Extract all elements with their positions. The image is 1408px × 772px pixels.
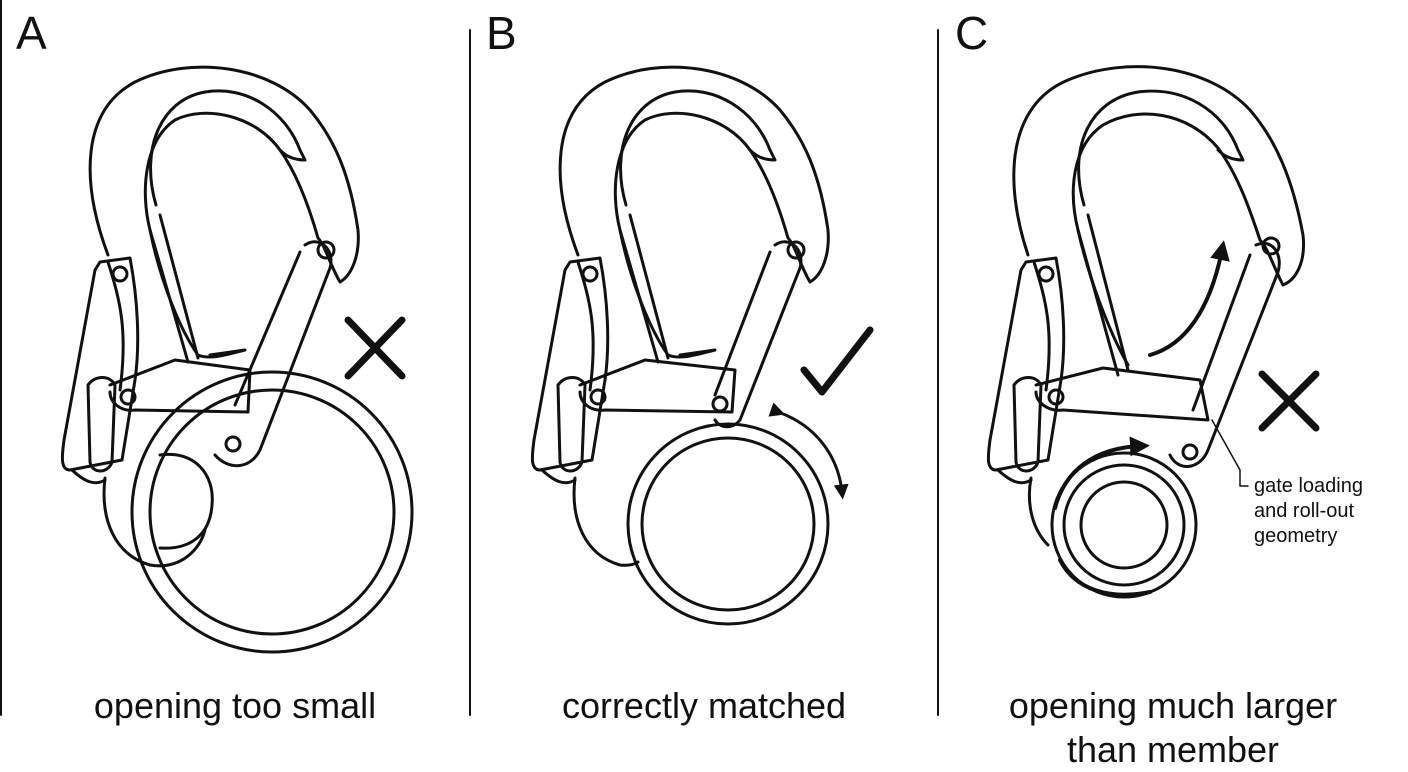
callout-gate-loading: gate loading and roll-out geometry <box>1254 474 1363 549</box>
snap-hook-a <box>60 65 360 568</box>
check-icon <box>800 326 874 396</box>
roll-out-arrow <box>1148 240 1230 357</box>
panel-b-illustration <box>530 65 874 626</box>
panel-c-illustration <box>986 65 1320 599</box>
cross-icon <box>344 316 406 380</box>
callout-line-1: gate loading <box>1254 475 1363 497</box>
panel-label-b: B <box>486 7 517 59</box>
caption-b-line: correctly matched <box>561 685 847 726</box>
contact-arc <box>1058 558 1152 597</box>
panel-a-illustration <box>60 65 414 654</box>
rotation-arrow <box>768 402 849 500</box>
caption-c: opening much larger than member <box>938 684 1408 772</box>
caption-c-line-1: opening much larger <box>1008 685 1338 726</box>
panel-label-c: C <box>955 7 989 59</box>
caption-a-line: opening too small <box>93 685 377 726</box>
snap-hook-b <box>530 65 830 567</box>
ring-member-b <box>626 422 830 626</box>
callout-leader <box>1211 419 1249 487</box>
ring-member-a <box>130 370 414 654</box>
ring-member-c-inner <box>1062 463 1186 587</box>
callout-line-3: geometry <box>1254 525 1338 547</box>
ring-member-c-core <box>1079 480 1169 570</box>
caption-a: opening too small <box>0 684 470 728</box>
caption-b: correctly matched <box>470 684 938 728</box>
caption-c-line-2: than member <box>1066 729 1280 770</box>
ring-member-b-inner <box>640 436 816 612</box>
snap-hook-c <box>986 65 1306 547</box>
ring-member-c <box>1050 451 1198 599</box>
cross-icon <box>1258 370 1320 432</box>
ring-member-a-inner <box>148 388 396 636</box>
panel-label-a: A <box>16 7 47 59</box>
loading-arrow <box>1053 436 1150 510</box>
callout-line-2: and roll-out <box>1254 500 1355 522</box>
